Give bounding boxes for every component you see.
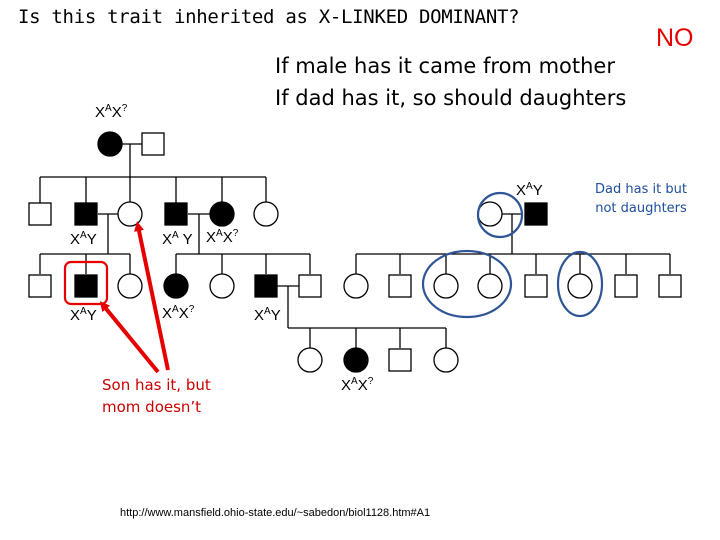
reasoning-line-1: If male has it came from mother — [275, 54, 615, 78]
pedigree-lines — [39, 143, 671, 348]
unaffected-female — [209, 273, 235, 299]
unaffected-female-spouse — [477, 201, 503, 227]
unaffected-daughter — [477, 273, 503, 299]
unaffected-male — [614, 274, 638, 298]
genotype-gen3-son: XAY — [70, 306, 97, 324]
genotype-founder-female: XAX? — [95, 103, 128, 121]
arrow-to-mother — [134, 221, 170, 371]
genotype-gen2-male-2: XA Y — [162, 230, 193, 248]
unaffected-female-spouse — [117, 201, 143, 227]
affected-male — [74, 202, 98, 226]
affected-male-father — [524, 202, 548, 226]
unaffected-male — [298, 274, 322, 298]
blue-highlight-daughter — [556, 250, 604, 318]
unaffected-female — [117, 273, 143, 299]
unaffected-daughter — [567, 273, 593, 299]
genotype-gen4-female: XAX? — [341, 376, 374, 394]
dad-annotation: Dad has it but not daughters — [595, 182, 687, 216]
blue-highlight-father — [476, 191, 524, 239]
reasoning-line-2: If dad has it, so should daughters — [275, 86, 627, 110]
unaffected-male — [28, 202, 52, 226]
unaffected-male — [524, 274, 548, 298]
blue-highlight-daughters — [421, 249, 513, 319]
affected-female — [163, 273, 189, 299]
unaffected-male — [658, 274, 682, 298]
affected-female — [209, 201, 235, 227]
genotype-gen3-male-2: XAY — [254, 306, 281, 324]
unaffected-female — [253, 201, 279, 227]
affected-female — [343, 347, 369, 373]
question-title: Is this trait inherited as X-LINKED DOMI… — [18, 6, 520, 28]
affected-male — [164, 202, 188, 226]
unaffected-male — [28, 274, 52, 298]
son-annotation: Son has it, but mom doesn’t — [102, 376, 211, 416]
affected-son — [74, 274, 98, 298]
genotype-gen2-male-1: XAY — [70, 230, 97, 248]
unaffected-female — [433, 347, 459, 373]
genotype-right-father: XAY — [516, 181, 543, 199]
unaffected-female — [343, 273, 369, 299]
source-url: http://www.mansfield.ohio-state.edu/~sab… — [120, 507, 431, 519]
answer-label: NO — [656, 24, 694, 52]
unaffected-female — [297, 347, 323, 373]
red-highlight-affected-son — [63, 260, 109, 306]
arrow-to-son — [99, 301, 160, 374]
unaffected-male — [388, 274, 412, 298]
unaffected-male — [388, 348, 412, 372]
unaffected-daughter — [433, 273, 459, 299]
affected-female-founder — [97, 131, 123, 157]
genotype-gen2-female: XAX? — [206, 228, 239, 246]
affected-male — [254, 274, 278, 298]
genotype-gen3-female: XAX? — [162, 304, 195, 322]
unaffected-male-founder — [141, 132, 165, 156]
